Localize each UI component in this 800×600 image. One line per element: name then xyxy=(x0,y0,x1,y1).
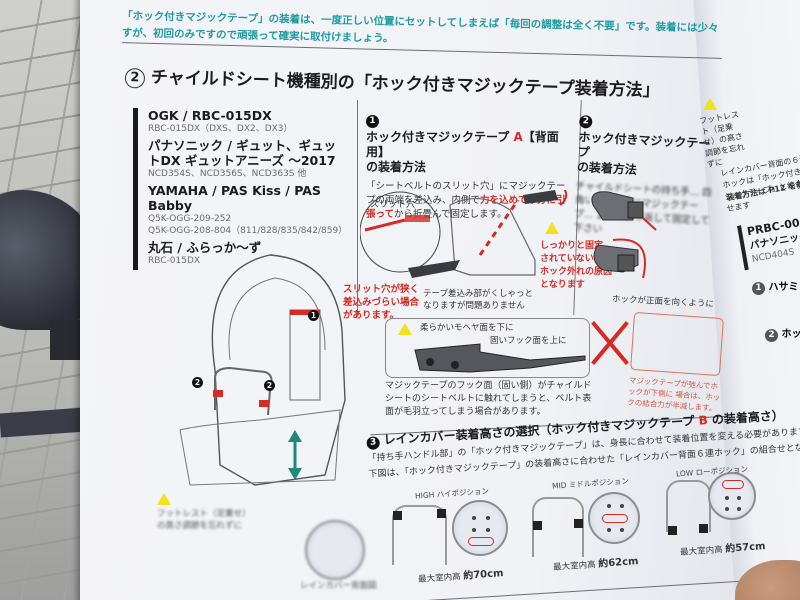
section-number: 2 xyxy=(124,68,146,89)
model-sub: Q5K-OGG-208-804（811/828/835/842/859） xyxy=(148,226,348,236)
slit-warning: スリット穴が狭く 差込みづらい場合 があります。 xyxy=(343,284,420,321)
seat-badge: 1 xyxy=(308,310,319,321)
model-name: OGK / RBC-015DX xyxy=(148,108,272,123)
seatbelt-slit-diagram xyxy=(360,190,568,278)
incorrect-x-icon xyxy=(590,320,630,365)
model-list: OGK / RBC-015DX RBC-015DX（DXS、DX2、DX3） パ… xyxy=(133,108,348,270)
right-step2-label: ホッ xyxy=(781,329,800,340)
seat-badge: 2 xyxy=(192,377,203,388)
tape-marker xyxy=(393,511,402,520)
tape-marker xyxy=(574,519,583,528)
step-number: 1 xyxy=(366,115,379,128)
column-divider xyxy=(357,100,358,315)
model-sub: RBC-015DX xyxy=(148,256,201,266)
seat-badge: 2 xyxy=(264,380,275,391)
step1-title-text: ホック付きマジックテープ xyxy=(366,130,514,144)
hook-side-note: マジックテープのフック面（固い側）がチャイルドシートのシートベルトに触れてしまう… xyxy=(385,381,592,417)
step1-title-line2: の装着方法 xyxy=(366,160,427,174)
model-name: 丸石 / ふらっか～ず xyxy=(148,240,262,255)
model-name: YAMAHA / PAS Kiss / PAS Babby xyxy=(148,183,321,213)
incorrect-example-box xyxy=(630,311,724,377)
incorrect-caption: マジックテープが弛んでホックが下側に 場合は、ホックの結合力が半減します。 xyxy=(627,375,721,413)
saddle-post xyxy=(50,320,80,360)
step1-title-suffix: 【背面用】 xyxy=(366,130,559,159)
step-number: 3 xyxy=(366,436,381,450)
footrest-warning: フットレスト（足乗せ）の高さ調節を忘れずに xyxy=(157,509,251,531)
warning-icon xyxy=(157,493,171,505)
hook-row-highlight xyxy=(722,480,744,489)
model-name: パナソニック / ギュット、ギュットDX ギュットアニーズ ～2017 xyxy=(148,138,337,168)
child-seat-illustration xyxy=(179,254,346,486)
tape-marker xyxy=(533,521,542,530)
step1-body-text: 「シートベルトのスリット穴」にマジックテープの両端を差込み、内側で xyxy=(366,181,566,206)
model-sub: NCD354S、NCD356S、NCD363S 他 xyxy=(148,169,307,179)
hard-side-label: 固いフック面を上に xyxy=(490,336,567,346)
soft-side-label: 柔らかいモヘヤ面を下に xyxy=(420,323,514,333)
right-step1: 1 ハサミ xyxy=(752,278,798,295)
velcro-tape-illustration xyxy=(414,343,586,373)
hook-row-highlight xyxy=(468,537,494,546)
step1-title: ホック付きマジックテープ A【背面用】 の装着方法 xyxy=(366,130,571,175)
tape-marker xyxy=(699,524,708,533)
strap-fold-diagram xyxy=(591,191,657,279)
step2-title-line2: の装着方法 xyxy=(576,159,638,178)
slit-label: スリット穴 xyxy=(370,200,416,210)
tape-marker xyxy=(437,509,446,518)
secure-warning: しっかりと固定 されていない場合 ホック外れの原因 となります xyxy=(540,241,613,290)
handle-illustration-high xyxy=(392,505,447,565)
hook-detail-low xyxy=(708,472,756,520)
model-sub: RBC-015DX（DXS、DX2、DX3） xyxy=(148,124,293,134)
rain-cover-back-detail xyxy=(305,520,365,580)
step2-title-text: ホック付きマジックテープ xyxy=(577,129,711,160)
warning-icon xyxy=(703,98,717,110)
step-number: 2 xyxy=(578,114,593,129)
hook-row-highlight xyxy=(602,514,628,523)
tape-letter: A xyxy=(513,130,523,144)
rain-cover-back-label: レインカバー背面図 xyxy=(300,581,377,591)
warning-icon xyxy=(398,323,412,335)
step2-title: ホック付きマジックテープの装着方法 xyxy=(576,130,718,182)
step3-title-suffix: の装着高さ） xyxy=(707,408,785,428)
hook-detail-mid xyxy=(588,492,640,544)
hook-detail-high xyxy=(452,500,508,556)
model-sub: Q5K-OGG-209-252 xyxy=(148,214,232,224)
tape-note: テープ差込み部がくしゃっと なりますが問題ありません xyxy=(423,289,533,311)
tape-marker xyxy=(668,526,677,535)
right-step2: 2 ホッ xyxy=(765,325,800,342)
warning-icon xyxy=(545,222,559,234)
step1-body-emphasis: 力を込めて十分に引張って xyxy=(366,195,566,220)
right-step1-label: ハサミ xyxy=(768,282,799,293)
